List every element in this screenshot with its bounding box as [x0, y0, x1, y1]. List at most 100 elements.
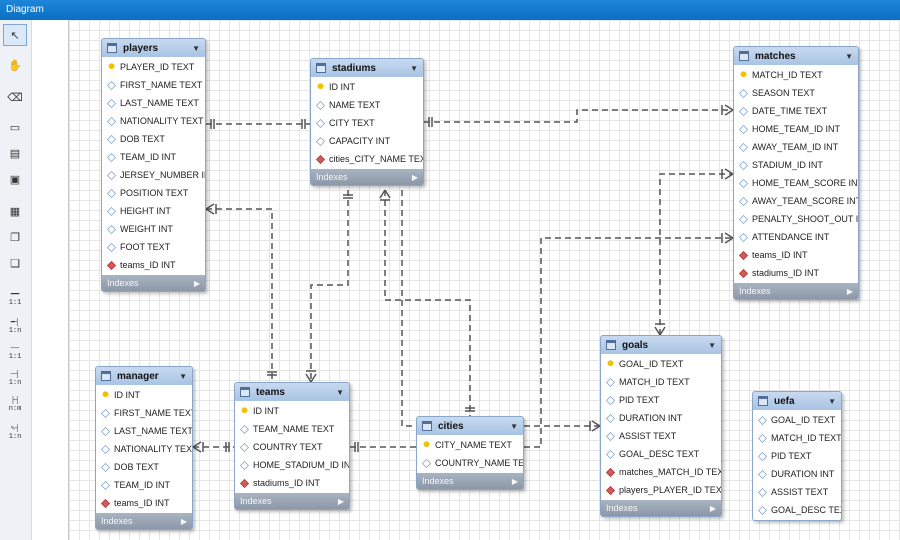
field-row[interactable]: ASSIST TEXT — [753, 483, 841, 501]
relationship-1-n-button[interactable]: ━┤1:n — [3, 316, 27, 338]
field-row[interactable]: ID INT — [235, 402, 349, 420]
field-row[interactable]: ATTENDANCE INT — [734, 228, 858, 246]
table-header[interactable]: uefa ▼ — [753, 392, 841, 410]
collapse-arrow-icon[interactable]: ▼ — [192, 43, 200, 53]
field-row[interactable]: ID INT — [311, 78, 423, 96]
collapse-arrow-icon[interactable]: ▼ — [828, 396, 836, 406]
field-row[interactable]: PENALTY_SHOOT_OUT INT — [734, 210, 858, 228]
relationship-1-1-button[interactable]: ━━1:1 — [3, 288, 27, 310]
field-row[interactable]: COUNTRY_NAME TEXT — [417, 454, 523, 472]
field-row[interactable]: FIRST_NAME TEXT — [96, 404, 192, 422]
relationship-1-1-nonidentifying-button[interactable]: ──1:1 — [3, 342, 27, 364]
table-header[interactable]: goals ▼ — [601, 336, 721, 354]
field-row[interactable]: DATE_TIME TEXT — [734, 102, 858, 120]
expand-arrow-icon[interactable]: ▶ — [180, 516, 187, 526]
indexes-footer[interactable]: Indexes▶ — [102, 275, 205, 291]
field-row[interactable]: GOAL_ID TEXT — [601, 355, 721, 373]
indexes-footer[interactable]: Indexes▶ — [734, 283, 858, 299]
field-row[interactable]: SEASON TEXT — [734, 84, 858, 102]
indexes-footer[interactable]: Indexes▶ — [235, 493, 349, 509]
field-row[interactable]: GOAL_DESC TEXT — [753, 501, 841, 519]
field-row[interactable]: PLAYER_ID TEXT — [102, 58, 205, 76]
field-row[interactable]: DOB TEXT — [102, 130, 205, 148]
table-header[interactable]: cities ▼ — [417, 417, 523, 435]
field-row[interactable]: FIRST_NAME TEXT — [102, 76, 205, 94]
indexes-footer[interactable]: Indexes▶ — [417, 473, 523, 489]
collapse-arrow-icon[interactable]: ▼ — [336, 387, 344, 397]
field-row[interactable]: DURATION INT — [753, 465, 841, 483]
field-row[interactable]: TEAM_ID INT — [102, 148, 205, 166]
field-row[interactable]: HOME_TEAM_SCORE INT — [734, 174, 858, 192]
table-header[interactable]: players ▼ — [102, 39, 205, 57]
field-row[interactable]: AWAY_TEAM_SCORE INT — [734, 192, 858, 210]
table-header[interactable]: stadiums ▼ — [311, 59, 423, 77]
field-row[interactable]: DURATION INT — [601, 409, 721, 427]
field-row[interactable]: MATCH_ID TEXT — [753, 429, 841, 447]
pointer-tool-button[interactable]: ↖ — [3, 24, 27, 46]
indexes-footer[interactable]: Indexes▶ — [311, 169, 423, 185]
field-row[interactable]: HOME_STADIUM_ID INT — [235, 456, 349, 474]
field-row[interactable]: MATCH_ID TEXT — [734, 66, 858, 84]
field-row[interactable]: CAPACITY INT — [311, 132, 423, 150]
table-uefa[interactable]: uefa ▼ GOAL_ID TEXT MATCH_ID TEXT PID TE… — [752, 391, 842, 521]
table-manager[interactable]: manager ▼ ID INT FIRST_NAME TEXT LAST_NA… — [95, 366, 193, 530]
hand-tool-button[interactable]: ✋ — [3, 54, 27, 76]
table-header[interactable]: teams ▼ — [235, 383, 349, 401]
relationship-existing-columns-button[interactable]: ✎┤1:n — [3, 422, 27, 444]
field-row[interactable]: FOOT TEXT — [102, 238, 205, 256]
collapse-arrow-icon[interactable]: ▼ — [510, 421, 518, 431]
routine-tool-button[interactable]: ❏ — [3, 252, 27, 274]
expand-arrow-icon[interactable]: ▶ — [337, 496, 344, 506]
field-row[interactable]: CITY_NAME TEXT — [417, 436, 523, 454]
field-row[interactable]: NATIONALITY TEXT — [96, 440, 192, 458]
table-cities[interactable]: cities ▼ CITY_NAME TEXT COUNTRY_NAME TEX… — [416, 416, 524, 490]
eraser-tool-button[interactable]: ⌫ — [3, 86, 27, 108]
field-row[interactable]: POSITION TEXT — [102, 184, 205, 202]
table-players[interactable]: players ▼ PLAYER_ID TEXT FIRST_NAME TEXT… — [101, 38, 206, 292]
expand-arrow-icon[interactable]: ▶ — [709, 503, 716, 513]
field-row[interactable]: TEAM_ID INT — [96, 476, 192, 494]
table-header[interactable]: matches ▼ — [734, 47, 858, 65]
table-teams[interactable]: teams ▼ ID INT TEAM_NAME TEXT COUNTRY TE… — [234, 382, 350, 510]
field-row[interactable]: teams_ID INT — [102, 256, 205, 274]
field-row[interactable]: STADIUM_ID INT — [734, 156, 858, 174]
table-matches[interactable]: matches ▼ MATCH_ID TEXT SEASON TEXT DATE… — [733, 46, 859, 300]
relationship-n-m-button[interactable]: ├┤n:m — [3, 394, 27, 416]
indexes-footer[interactable]: Indexes▶ — [96, 513, 192, 529]
note-tool-button[interactable]: ▤ — [3, 142, 27, 164]
table-header[interactable]: manager ▼ — [96, 367, 192, 385]
field-row[interactable]: matches_MATCH_ID TEXT — [601, 463, 721, 481]
field-row[interactable]: stadiums_ID INT — [734, 264, 858, 282]
layer-tool-button[interactable]: ▭ — [3, 116, 27, 138]
field-row[interactable]: HOME_TEAM_ID INT — [734, 120, 858, 138]
field-row[interactable]: CITY TEXT — [311, 114, 423, 132]
field-row[interactable]: GOAL_DESC TEXT — [601, 445, 721, 463]
field-row[interactable]: WEIGHT INT — [102, 220, 205, 238]
field-row[interactable]: HEIGHT INT — [102, 202, 205, 220]
field-row[interactable]: GOAL_ID TEXT — [753, 411, 841, 429]
collapse-arrow-icon[interactable]: ▼ — [179, 371, 187, 381]
field-row[interactable]: NAME TEXT — [311, 96, 423, 114]
field-row[interactable]: players_PLAYER_ID TEXT — [601, 481, 721, 499]
field-row[interactable]: JERSEY_NUMBER INT — [102, 166, 205, 184]
field-row[interactable]: stadiums_ID INT — [235, 474, 349, 492]
field-row[interactable]: PID TEXT — [601, 391, 721, 409]
table-tool-button[interactable]: ▦ — [3, 200, 27, 222]
collapse-arrow-icon[interactable]: ▼ — [708, 340, 716, 350]
collapse-arrow-icon[interactable]: ▼ — [410, 63, 418, 73]
expand-arrow-icon[interactable]: ▶ — [511, 476, 518, 486]
field-row[interactable]: PID TEXT — [753, 447, 841, 465]
view-tool-button[interactable]: ❐ — [3, 226, 27, 248]
expand-arrow-icon[interactable]: ▶ — [411, 172, 418, 182]
field-row[interactable]: COUNTRY TEXT — [235, 438, 349, 456]
expand-arrow-icon[interactable]: ▶ — [193, 278, 200, 288]
indexes-footer[interactable]: Indexes▶ — [601, 500, 721, 516]
field-row[interactable]: ASSIST TEXT — [601, 427, 721, 445]
field-row[interactable]: TEAM_NAME TEXT — [235, 420, 349, 438]
field-row[interactable]: LAST_NAME TEXT — [102, 94, 205, 112]
field-row[interactable]: teams_ID INT — [734, 246, 858, 264]
field-row[interactable]: LAST_NAME TEXT — [96, 422, 192, 440]
table-stadiums[interactable]: stadiums ▼ ID INT NAME TEXT CITY TEXT CA… — [310, 58, 424, 186]
field-row[interactable]: MATCH_ID TEXT — [601, 373, 721, 391]
expand-arrow-icon[interactable]: ▶ — [846, 286, 853, 296]
